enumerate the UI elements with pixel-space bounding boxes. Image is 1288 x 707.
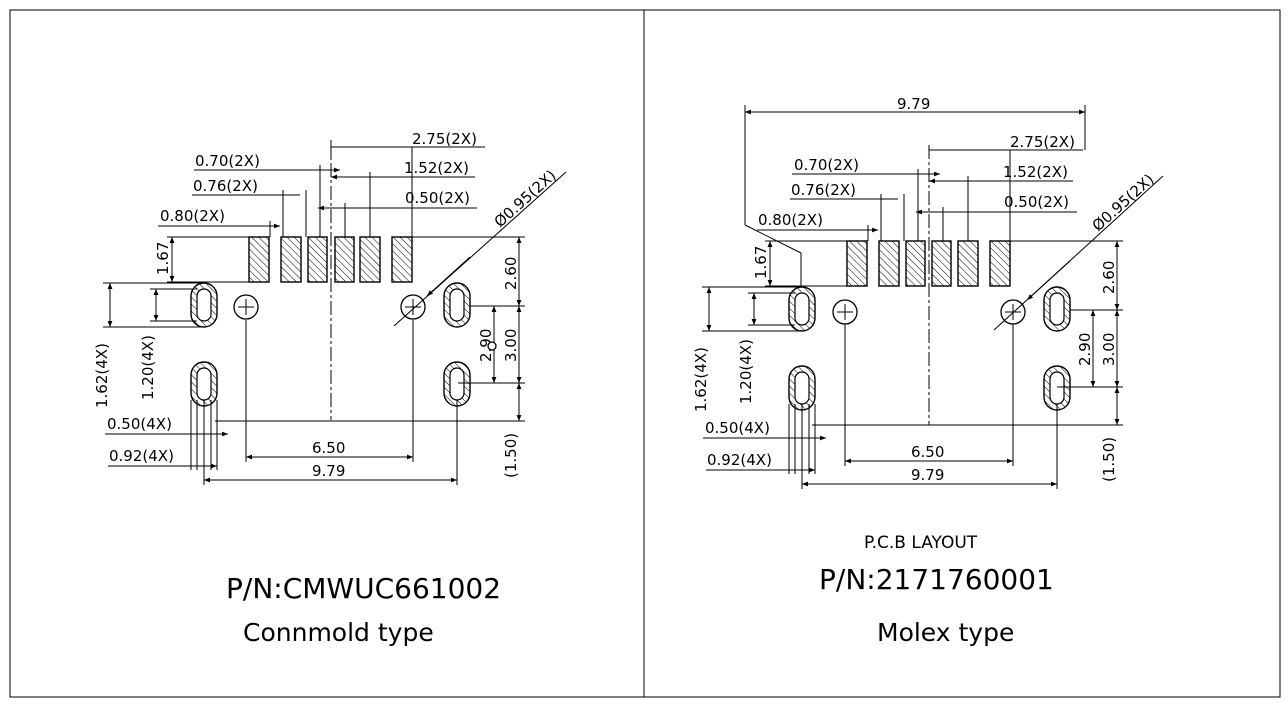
- pad: [280, 236, 302, 283]
- dim-label: Ø0.95(2X): [491, 166, 560, 231]
- dim-label: 0.50(4X): [107, 415, 172, 433]
- dim-label: 0.92(4X): [109, 447, 174, 465]
- dim-label: 0.70(2X): [195, 152, 260, 170]
- dim-label: 1.67: [752, 246, 770, 279]
- pad: [334, 236, 355, 283]
- part-number: P/N:2171760001: [819, 563, 1054, 596]
- type-label: Connmold type: [243, 618, 434, 647]
- part-number: P/N:CMWUC661002: [226, 572, 501, 605]
- dim-label: 0.50(4X): [705, 419, 770, 437]
- dim-label: 1.62(4X): [93, 343, 111, 408]
- dim-label: 1.20(4X): [737, 339, 755, 404]
- dim-label: 2.60: [502, 257, 520, 290]
- dim-label: 0.76(2X): [791, 181, 856, 199]
- dim-label: 0.50(2X): [405, 189, 470, 207]
- pad: [248, 236, 270, 283]
- type-label: Molex type: [877, 618, 1014, 647]
- layout-title: P.C.B LAYOUT: [864, 533, 978, 553]
- connmold-footprint: 2.75(2X) 1.52(2X) 0.70(2X) 0.76(2X) 0.50…: [93, 130, 567, 647]
- pad: [905, 240, 926, 287]
- dim-label: 0.50(2X): [1004, 193, 1069, 211]
- dim-label: 3.00: [502, 329, 520, 362]
- dim-label: 2.90: [1076, 333, 1094, 366]
- pad: [359, 236, 381, 283]
- pad: [957, 240, 979, 287]
- dim-label: 0.92(4X): [707, 451, 772, 469]
- dim-label: 6.50: [911, 443, 944, 461]
- dim-label: Ø0.95(2X): [1089, 170, 1158, 235]
- dim-label: 2.75(2X): [1010, 133, 1075, 151]
- pad: [846, 240, 868, 287]
- dim-label: 9.79: [911, 466, 944, 484]
- dim-label: 0.80(2X): [160, 207, 225, 225]
- dim-label: (1.50): [502, 433, 520, 478]
- dim-label: 1.20(4X): [139, 335, 157, 400]
- pad: [931, 240, 952, 287]
- dim-label: 0.70(2X): [794, 156, 859, 174]
- dim-label: 0.76(2X): [193, 177, 258, 195]
- dim-label: 1.67: [154, 242, 172, 275]
- pad: [307, 236, 328, 283]
- molex-footprint: 9.79 2.75(2X) 1.52(2X) 0.70(2X) 0.76(2X)…: [692, 95, 1164, 647]
- pad: [878, 240, 900, 287]
- dim-label: 6.50: [312, 439, 345, 457]
- pad: [989, 240, 1011, 287]
- dim-label: 1.52(2X): [404, 159, 469, 177]
- dim-label: 9.79: [897, 95, 930, 113]
- pad: [391, 236, 413, 283]
- dim-label: 9.79: [312, 462, 345, 480]
- drawing-frame: [9, 9, 1281, 698]
- dim-label: (1.50): [1100, 437, 1118, 482]
- dim-label: 2.60: [1100, 261, 1118, 294]
- dim-label: 3.00: [1100, 333, 1118, 366]
- dim-label: 1.52(2X): [1003, 163, 1068, 181]
- dim-label: 0.80(2X): [758, 211, 823, 229]
- dim-label: 1.62(4X): [692, 347, 710, 412]
- dim-label: 2.90: [477, 329, 495, 362]
- dim-label: 2.75(2X): [412, 130, 477, 148]
